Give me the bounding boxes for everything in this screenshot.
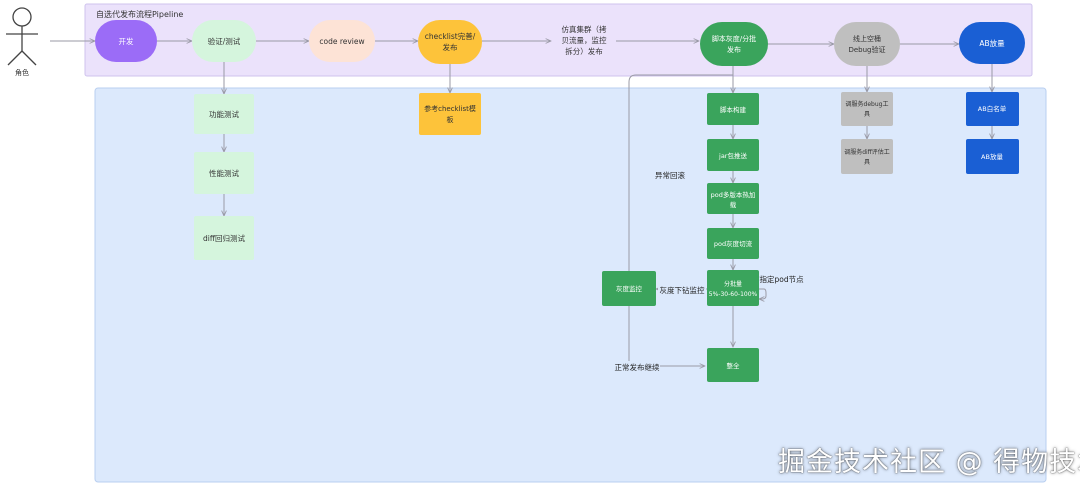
label-abnormal-rollback: 异常回滚: [655, 170, 685, 180]
svg-text:jar包推送: jar包推送: [718, 151, 747, 160]
svg-text:pod多版本热加: pod多版本热加: [711, 190, 756, 199]
svg-text:载: 载: [730, 200, 737, 209]
svg-text:分批量: 分批量: [724, 280, 742, 288]
label-specify-pod: 可指定pod节点: [752, 274, 804, 284]
node-checklist-ref: 参考checklist模 板: [419, 93, 481, 135]
node-pod-switch: pod灰度切流: [707, 228, 759, 259]
node-batch: 分批量 5%-30-60-100%: [707, 270, 759, 306]
node-debug-tool: 调服务debug工 具: [841, 92, 893, 126]
svg-text:发布: 发布: [727, 45, 741, 54]
svg-text:参考checklist模: 参考checklist模: [424, 104, 476, 113]
label-gray-drill: 灰度下钻监控: [660, 285, 705, 295]
pipeline-title: 自选代发布流程Pipeline: [96, 9, 183, 19]
svg-text:板: 板: [447, 115, 454, 124]
detail-lane: [94, 87, 1047, 483]
node-gray-monitor: 灰度监控: [602, 271, 656, 306]
node-checklist: checklist完善/ 发布: [418, 20, 482, 64]
svg-text:验证/测试: 验证/测试: [208, 36, 241, 46]
svg-text:具: 具: [864, 111, 870, 118]
label-normal-continue: 正常发布继续: [615, 362, 660, 372]
svg-text:灰度监控: 灰度监控: [616, 284, 643, 293]
node-script-release: 脚本灰度/分批 发布: [700, 22, 768, 66]
node-performance-test: 性能测试: [194, 152, 254, 194]
node-jar-push: jar包推送: [707, 139, 759, 171]
edge-batch-self-loop: [758, 288, 767, 299]
svg-text:功能测试: 功能测试: [209, 109, 239, 119]
svg-text:发布: 发布: [443, 42, 458, 52]
svg-text:贝流量，监控: 贝流量，监控: [562, 35, 607, 45]
node-ab-whitelist: AB白名单: [966, 92, 1019, 126]
svg-text:调服务debug工: 调服务debug工: [846, 100, 889, 108]
svg-text:脚本构建: 脚本构建: [720, 105, 747, 114]
svg-text:调服务diff评估工: 调服务diff评估工: [844, 148, 890, 156]
node-diff-tool: 调服务diff评估工 具: [841, 139, 893, 174]
node-simulation: 仿真集群（拷 贝流量，监控 拆分）发布: [562, 24, 607, 56]
node-online-debug: 线上空桶 Debug验证: [834, 22, 900, 66]
node-pod-hot-load: pod多版本热加 载: [707, 183, 759, 214]
svg-text:Debug验证: Debug验证: [848, 45, 885, 54]
svg-text:脚本灰度/分批: 脚本灰度/分批: [712, 34, 756, 43]
svg-text:pod灰度切流: pod灰度切流: [714, 239, 753, 248]
node-dev: 开发: [95, 20, 157, 62]
svg-text:AB放量: AB放量: [981, 152, 1003, 161]
watermark: 掘金技术社区 @ 得物技术: [778, 447, 1080, 478]
svg-text:仿真集群（拷: 仿真集群（拷: [562, 24, 607, 34]
svg-text:checklist完善/: checklist完善/: [425, 31, 476, 41]
node-diff-regression: diff回归测试: [194, 216, 254, 260]
node-code-review: code review: [309, 20, 375, 62]
actor-label: 角色: [15, 68, 29, 77]
node-functional-test: 功能测试: [194, 94, 254, 134]
node-full-release: 整全: [707, 348, 759, 382]
svg-text:具: 具: [864, 159, 870, 166]
actor-icon: [6, 7, 38, 66]
svg-text:diff回归测试: diff回归测试: [203, 233, 246, 243]
edge-monitor-rollback: [628, 74, 733, 271]
node-verify: 验证/测试: [192, 20, 256, 62]
svg-text:拆分）发布: 拆分）发布: [565, 46, 603, 56]
node-script-build: 脚本构建: [707, 93, 759, 125]
node-ab: AB放量: [959, 22, 1025, 64]
svg-text:线上空桶: 线上空桶: [853, 34, 881, 43]
node-ab-release: AB放量: [966, 139, 1019, 174]
svg-text:5%-30-60-100%: 5%-30-60-100%: [709, 291, 758, 298]
svg-text:性能测试: 性能测试: [209, 168, 239, 178]
svg-text:开发: 开发: [119, 36, 134, 46]
svg-text:code review: code review: [319, 37, 364, 46]
svg-text:整全: 整全: [727, 361, 741, 370]
svg-text:AB放量: AB放量: [979, 38, 1005, 48]
svg-text:AB白名单: AB白名单: [978, 104, 1007, 113]
